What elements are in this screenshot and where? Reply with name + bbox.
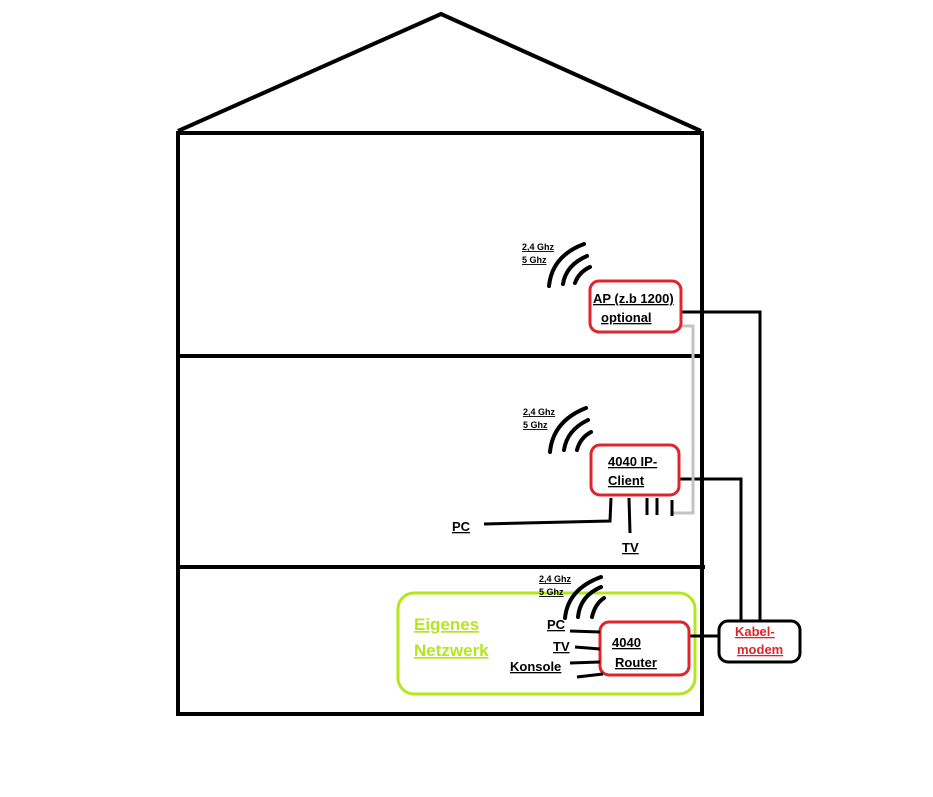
ipclient-box	[589, 443, 681, 497]
device-tv-middle: TV	[622, 540, 639, 555]
cable-ap-modem	[681, 310, 762, 622]
device-tv-ground: TV	[553, 639, 570, 654]
roof	[177, 11, 702, 133]
ap-label-2: optional	[601, 310, 652, 325]
cable-router-pc	[569, 629, 601, 634]
ipclient-label-2: Client	[608, 473, 645, 488]
wifi-band-router-1: 2,4 Ghz	[539, 574, 572, 584]
cable-router-console	[569, 660, 601, 665]
own-network-label-2: Netzwerk	[414, 641, 489, 660]
modem-label-1: Kabel-	[735, 624, 775, 639]
router-label-2: Router	[615, 655, 657, 670]
cable-ipclient-modem	[679, 477, 743, 622]
ap-label-1: AP (z.b 1200)	[593, 291, 674, 306]
device-pc-ground: PC	[547, 617, 566, 632]
device-pc-middle: PC	[452, 519, 471, 534]
own-network-boundary	[396, 591, 697, 696]
router-label-1: 4040	[612, 635, 641, 650]
house-outline	[176, 131, 704, 716]
cable-ipclient-pc	[483, 497, 613, 526]
wifi-band-ap-2: 5 Ghz	[522, 255, 547, 265]
device-console-ground: Konsole	[510, 659, 561, 674]
wifi-signal-icon-ipclient	[548, 406, 593, 454]
modem-box	[717, 619, 802, 664]
ipclient-label-1: 4040 IP-	[608, 454, 657, 469]
cable-ap-ipclient	[673, 324, 695, 515]
wifi-band-ipclient-2: 5 Ghz	[523, 420, 548, 430]
own-network-label-1: Eigenes	[414, 615, 479, 634]
cable-router-tv	[574, 645, 601, 651]
wifi-signal-icon-ap	[547, 242, 592, 288]
wifi-band-router-2: 5 Ghz	[539, 587, 564, 597]
wifi-signal-icon-router	[563, 575, 606, 620]
wifi-band-ap-1: 2,4 Ghz	[522, 242, 555, 252]
wifi-band-ipclient-1: 2,4 Ghz	[523, 407, 556, 417]
modem-label-2: modem	[737, 642, 783, 657]
cable-ipclient-tv	[627, 497, 632, 534]
cable-router-extra	[576, 672, 604, 679]
ap-box	[588, 279, 683, 334]
